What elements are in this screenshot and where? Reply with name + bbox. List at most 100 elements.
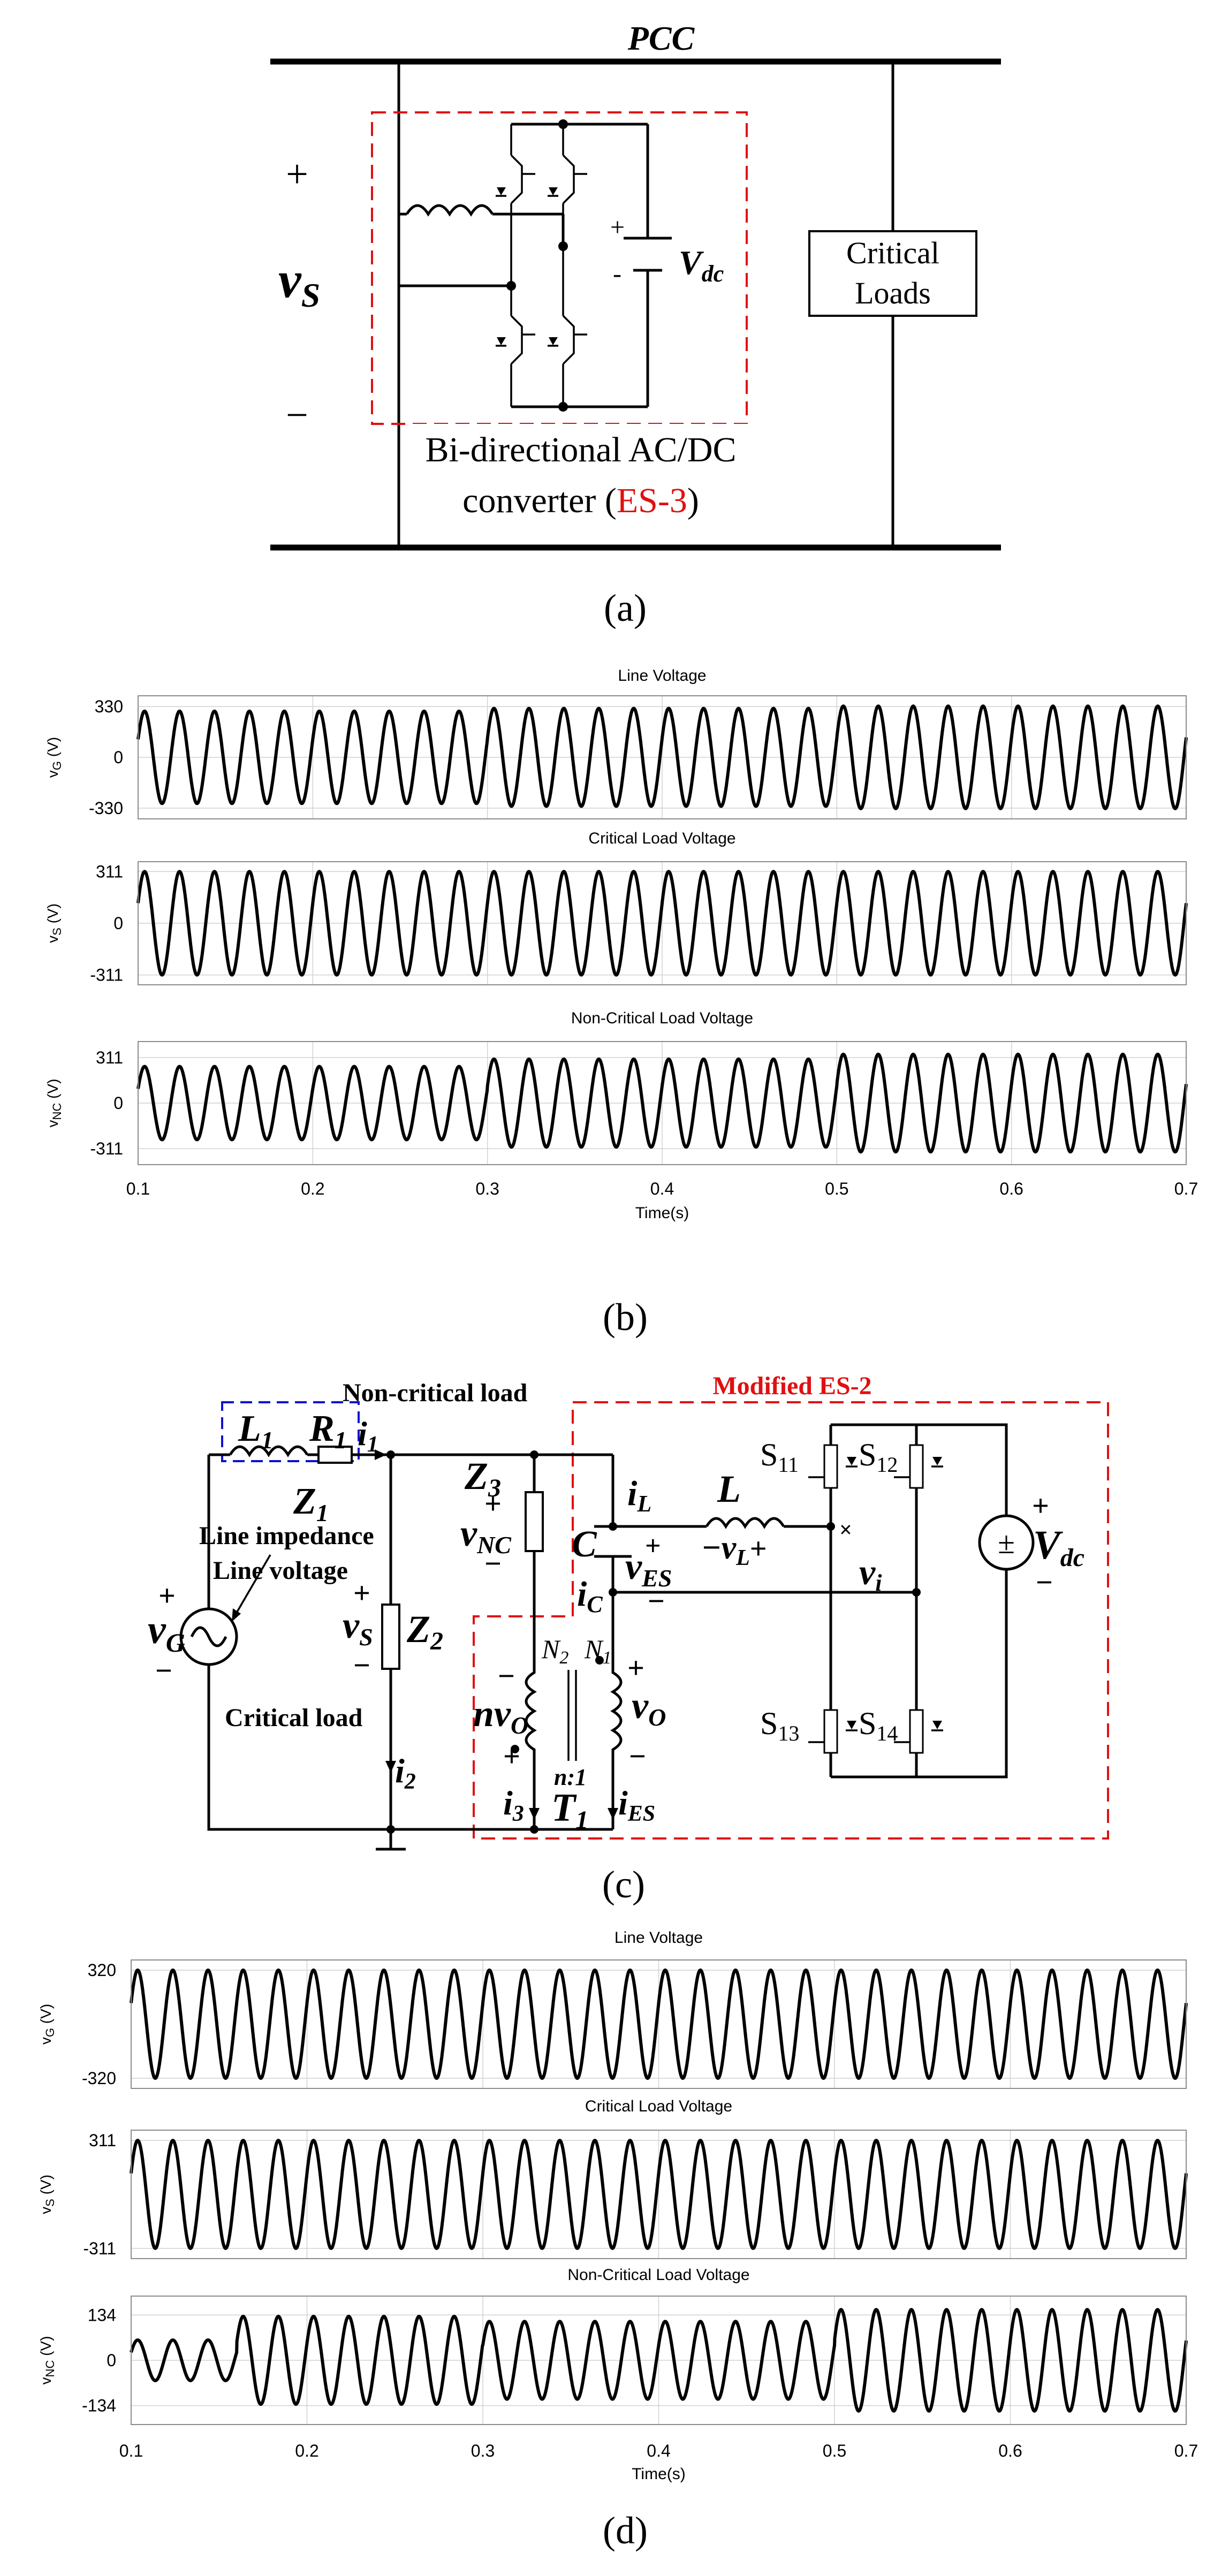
label-N1: N1: [584, 1634, 611, 1668]
pcc-label: PCC: [627, 19, 695, 57]
label-i3: i3: [503, 1784, 524, 1826]
x-axis-label: Time(s): [635, 1204, 689, 1222]
mosfet-S14: [894, 1709, 943, 1754]
i3-arrow: [529, 1808, 540, 1820]
panel-a-diagram: PCC + − vS: [270, 19, 1001, 629]
label-R1: R1: [309, 1408, 347, 1454]
dc-bus-wire: [831, 1423, 1008, 1779]
line-inductor-L1: [209, 1445, 318, 1457]
label-Vdc: Vdc: [1033, 1523, 1084, 1572]
label-iL: iL: [627, 1474, 651, 1517]
i2-arrow: [385, 1761, 396, 1773]
subplot-title: Line Voltage: [614, 1929, 703, 1947]
critical-loads-line2: Loads: [855, 276, 931, 310]
y-tick-label: -311: [90, 1139, 123, 1158]
plot-frame: [138, 861, 1187, 985]
x-tick-label: 0.1: [126, 1179, 150, 1198]
label-T1: T1: [551, 1786, 588, 1834]
y-tick-label: 311: [96, 1048, 123, 1067]
vdc-label: Vdc: [679, 244, 724, 287]
waveform-trace: [136, 1052, 1188, 1154]
plot-frame: [138, 1041, 1187, 1165]
label-line-voltage: Line voltage: [213, 1556, 348, 1585]
converter-inductor: [399, 204, 563, 217]
waveform-trace: [130, 2139, 1188, 2250]
y-tick-label: 311: [96, 862, 123, 881]
subplot-title: Critical Load Voltage: [588, 830, 735, 847]
converter-label-line2: converter (ES-3): [462, 481, 699, 520]
waveform-trace: [130, 1969, 1188, 2080]
vS-plus: +: [353, 1577, 370, 1610]
x-tick-label: 0.7: [1174, 2441, 1198, 2460]
x-tick-label: 0.3: [475, 1179, 499, 1198]
vO-minus: −: [629, 1740, 646, 1773]
vdc-plus: +: [1032, 1490, 1049, 1523]
subplot-title: Critical Load Voltage: [585, 2098, 732, 2115]
y-tick-label: -320: [82, 2069, 116, 2088]
x-tick-label: 0.1: [119, 2441, 143, 2460]
x-tick-label: 0.4: [647, 2441, 670, 2460]
label-non-critical-load: Non-critical load: [343, 1379, 528, 1407]
vES-plus: +: [645, 1531, 661, 1561]
igbt-switch-3: [496, 286, 535, 407]
label-iES: iES: [618, 1784, 655, 1826]
sine-icon: [190, 1626, 227, 1647]
critical-loads-line1: Critical: [846, 235, 939, 270]
modified-es2-boundary: [473, 1401, 1109, 1840]
y-tick-label: 0: [107, 2351, 116, 2370]
label-i1: i1: [358, 1415, 378, 1457]
label-vES: vES: [625, 1546, 672, 1592]
label-critical-load: Critical load: [225, 1704, 363, 1732]
iES-arrow: [608, 1808, 618, 1820]
y-tick-label: -330: [89, 799, 123, 818]
x-tick-label: 0.3: [471, 2441, 495, 2460]
label-iC: iC: [577, 1575, 603, 1617]
vG-minus: −: [155, 1654, 172, 1688]
converter-label-line1: Bi-directional AC/DC: [425, 430, 736, 469]
vs-plus-sign: +: [286, 153, 308, 196]
nvO-minus: −: [498, 1660, 515, 1693]
y-tick-label: 330: [95, 697, 123, 716]
panel-c-labels: Non-critical load Modified ES-2 Line imp…: [148, 1372, 1084, 1834]
line-impedance-boundary: [221, 1401, 360, 1462]
x-tick-label: 0.5: [823, 2441, 846, 2460]
plot-frame: [131, 2296, 1187, 2425]
label-C: C: [572, 1524, 597, 1565]
y-tick-label: 0: [113, 1093, 123, 1113]
label-Z3: Z3: [464, 1455, 501, 1502]
subplot-2: Critical Load Voltage -311 311 vS (V): [37, 2098, 1188, 2259]
label-line-impedance: Line impedance: [199, 1522, 374, 1550]
vG-plus: +: [158, 1579, 176, 1613]
x-tick-label: 0.7: [1174, 1179, 1198, 1198]
cap-plus: +: [610, 213, 625, 241]
label-modified-es2: Modified ES-2: [712, 1372, 871, 1400]
label-S14: S14: [859, 1706, 898, 1745]
pointer-arrowhead: [232, 1608, 241, 1622]
panel-c-diagram: Non-critical load Modified ES-2 Line imp…: [148, 1372, 1109, 1906]
y-tick-label: 311: [89, 2131, 116, 2150]
label-S12: S12: [859, 1437, 898, 1477]
y-tick-label: -311: [83, 2239, 116, 2258]
chart-caption: (d): [603, 2509, 648, 2552]
critical-loads-box: [808, 230, 977, 317]
y-axis-label: vG (V): [37, 2004, 57, 2045]
mosfet-S13: [808, 1709, 858, 1754]
y-axis-label: vS (V): [37, 2175, 57, 2214]
nvO-plus: +: [503, 1740, 520, 1773]
waveform-trace: [136, 870, 1188, 977]
vS-minus: −: [353, 1649, 370, 1682]
subplot-title: Non-Critical Load Voltage: [571, 1009, 753, 1027]
x-tick-label: 0.5: [825, 1179, 848, 1198]
label-S13: S13: [760, 1706, 799, 1745]
converter-label-backdrop: [412, 424, 755, 526]
cap-minus: -: [613, 260, 621, 288]
x-tick-label: 0.4: [650, 1179, 674, 1198]
waveform-trace: [136, 704, 1188, 810]
x-axis-label: Time(s): [632, 2465, 686, 2483]
label-nvO: nvO: [473, 1693, 528, 1739]
